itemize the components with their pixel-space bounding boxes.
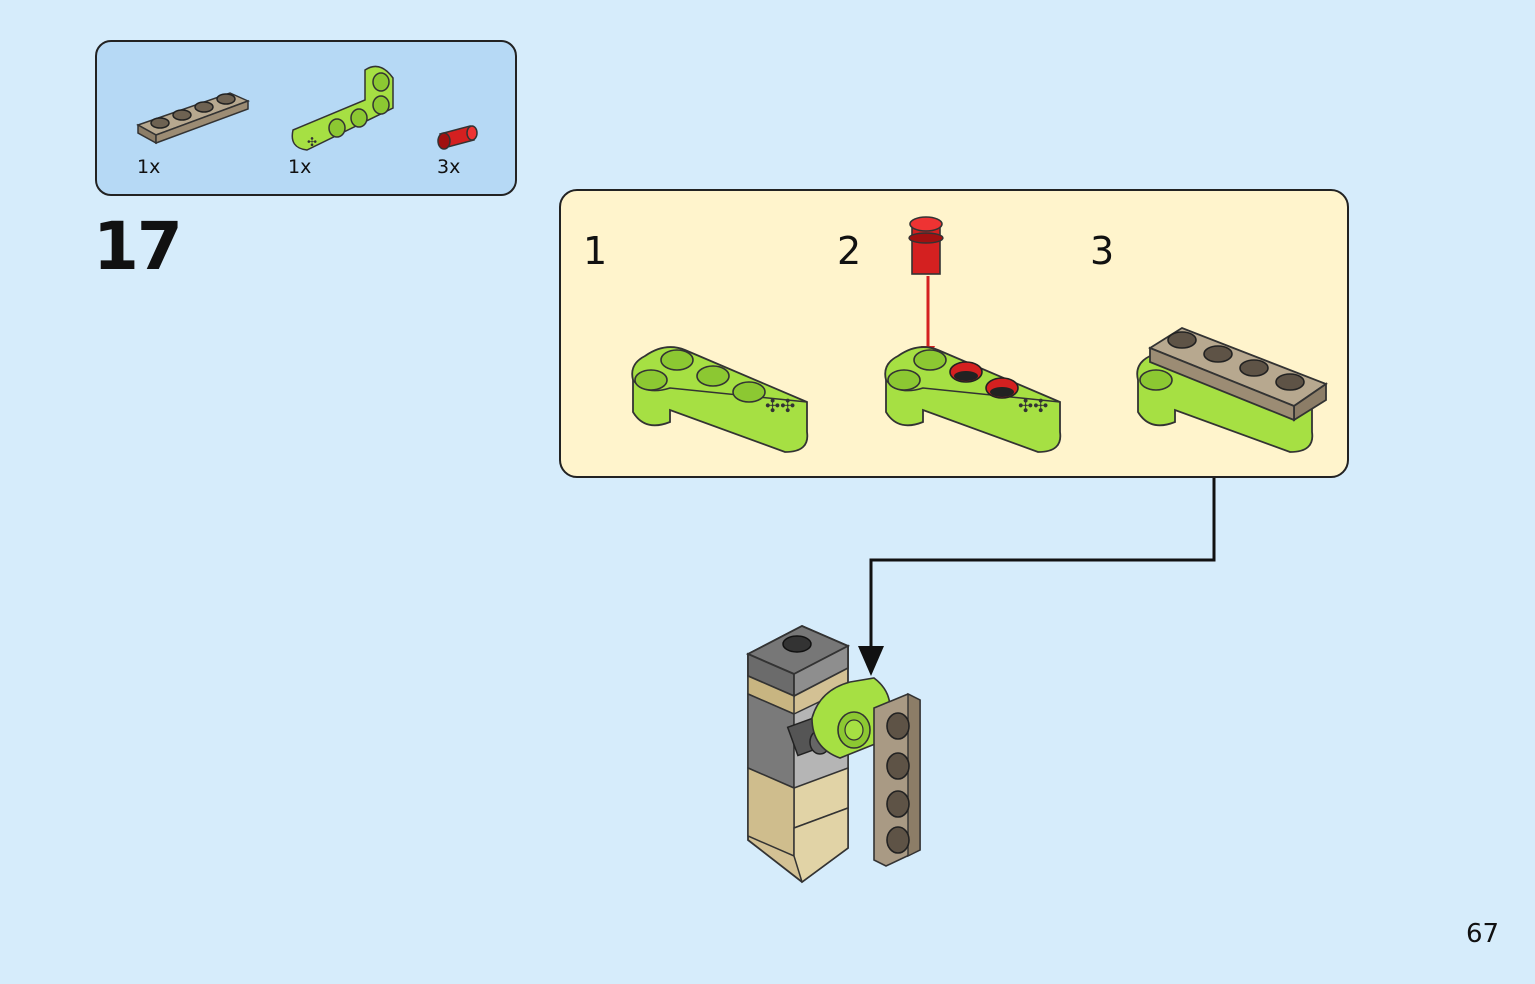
- main-model-illustration: [745, 625, 921, 884]
- red-pin-part-icon: [437, 125, 478, 150]
- substep-number: 3: [1090, 229, 1115, 273]
- svg-text:✣: ✣: [307, 135, 317, 149]
- substep-1-beam-illustration: ✣✣: [631, 346, 809, 453]
- part-quantity: 3x: [437, 156, 461, 178]
- substep-number: 2: [837, 229, 862, 273]
- svg-text:✣✣: ✣✣: [1018, 396, 1048, 417]
- page-number: 67: [1466, 919, 1500, 949]
- substep-2-illustration: ✣✣: [884, 216, 1062, 453]
- red-pin-icon: [908, 216, 944, 275]
- svg-text:✣✣: ✣✣: [765, 396, 795, 417]
- step-number: 17: [93, 208, 183, 285]
- tan-plate-1x4-part-icon: [136, 92, 250, 145]
- substep-box: [559, 189, 1349, 478]
- substep-number: 1: [583, 229, 608, 273]
- lime-l-beam-part-icon: ✣: [291, 65, 394, 151]
- part-quantity: 1x: [288, 156, 312, 178]
- substep-3-illustration: [1136, 326, 1328, 453]
- part-quantity: 1x: [137, 156, 161, 178]
- connector-arrow-head-icon: [858, 646, 884, 676]
